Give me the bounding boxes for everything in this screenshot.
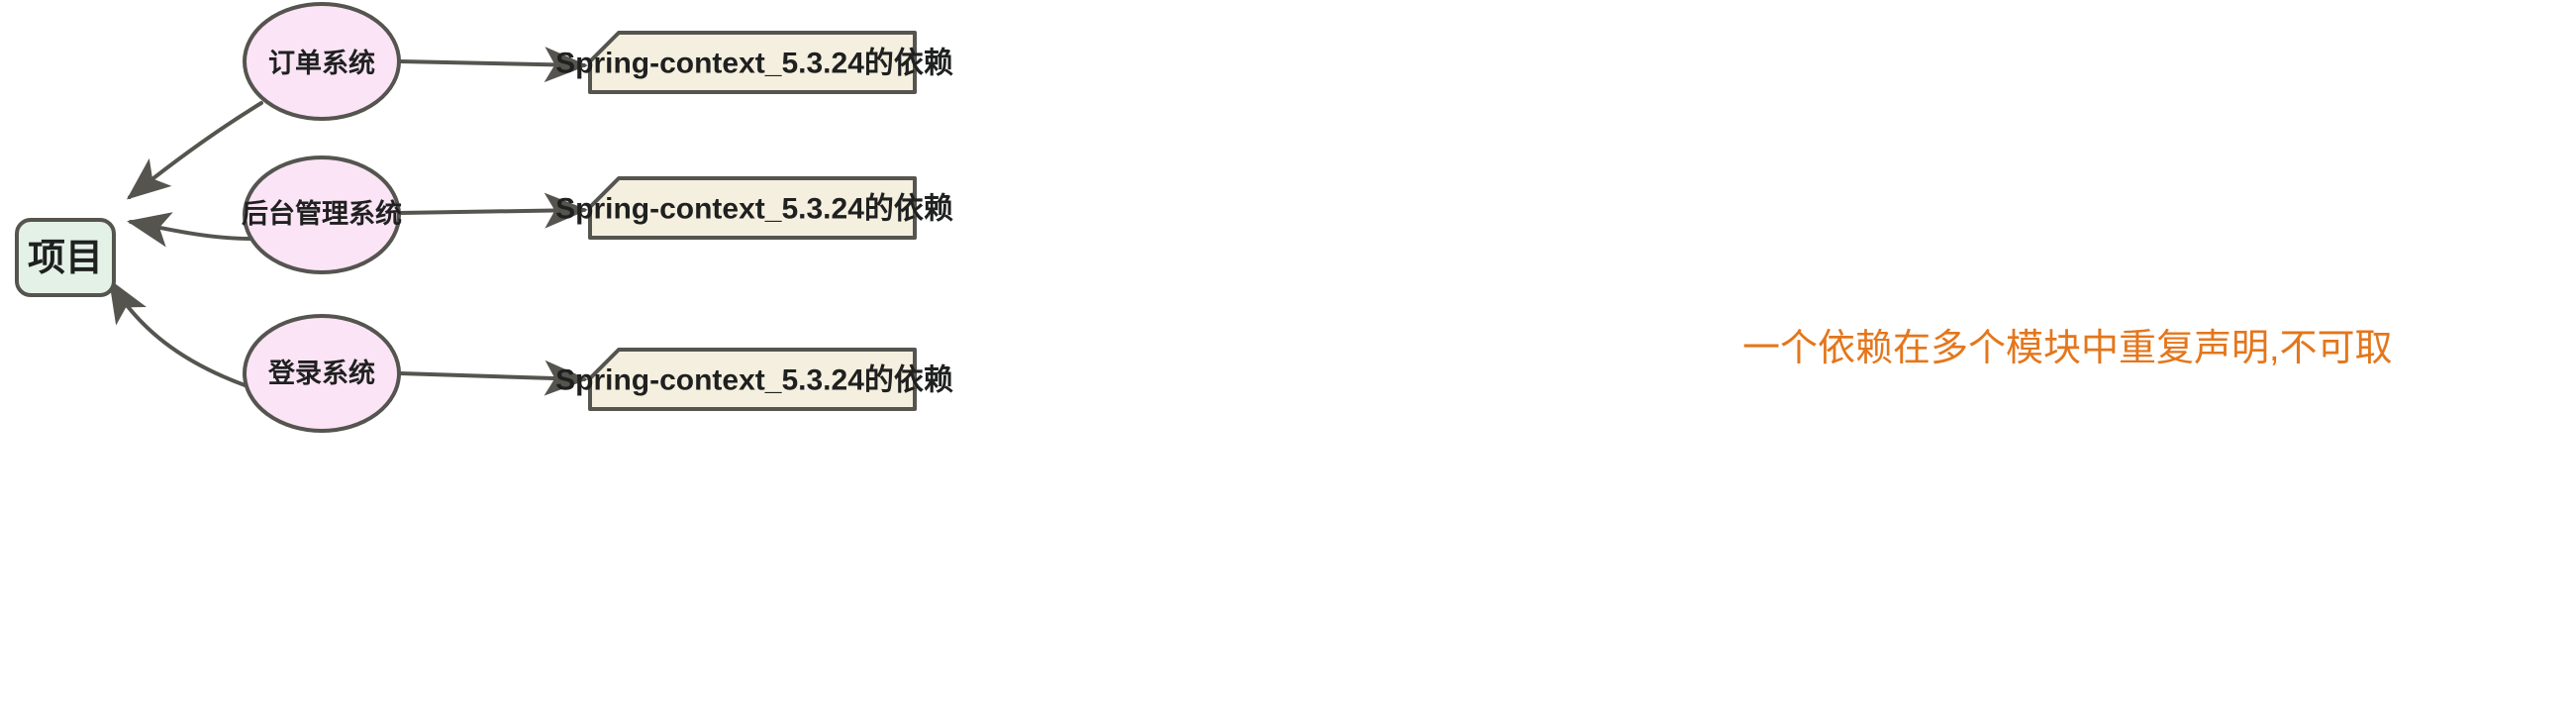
note-order-dependency-label: Spring-context_5.3.24的依赖 (555, 48, 953, 80)
edge-admin-to-root (127, 212, 251, 248)
edge-order-to-root (126, 101, 263, 200)
order-system-shape[interactable] (243, 2, 401, 121)
admin-system-shape[interactable] (243, 155, 401, 274)
login-system-shape[interactable] (243, 314, 401, 433)
admin-system-label: 后台管理系统 (242, 198, 402, 229)
note-admin-dependency[interactable]: Spring-context_5.3.24的依赖 (555, 176, 953, 240)
root-node-label: 项目 (28, 238, 103, 279)
note-admin-dependency-label: Spring-context_5.3.24的依赖 (555, 193, 953, 226)
login-system-label: 登录系统 (267, 358, 375, 388)
annotation-text: 一个依赖在多个模块中重复声明,不可取 (1742, 328, 2393, 369)
edge-group-to-note (398, 47, 588, 396)
note-login-dependency-shape[interactable] (588, 348, 917, 411)
edge-admin-to-note (398, 192, 588, 229)
node-admin-system[interactable]: 后台管理系统 (242, 155, 402, 274)
node-order-system[interactable]: 订单系统 (243, 2, 401, 121)
edge-group-to-root (108, 101, 263, 388)
root-node-shape[interactable] (15, 218, 116, 297)
note-order-dependency-shape[interactable] (588, 31, 917, 94)
node-root-project[interactable]: 项目 (15, 218, 116, 297)
edge-order-to-note (398, 47, 588, 83)
note-admin-dependency-shape[interactable] (588, 176, 917, 240)
edge-login-to-root (108, 278, 249, 388)
note-order-dependency[interactable]: Spring-context_5.3.24的依赖 (555, 31, 953, 94)
order-system-label: 订单系统 (268, 48, 375, 78)
node-login-system[interactable]: 登录系统 (243, 314, 401, 433)
note-login-dependency-label: Spring-context_5.3.24的依赖 (555, 364, 953, 397)
note-login-dependency[interactable]: Spring-context_5.3.24的依赖 (555, 348, 953, 411)
edge-login-to-note (398, 360, 588, 396)
